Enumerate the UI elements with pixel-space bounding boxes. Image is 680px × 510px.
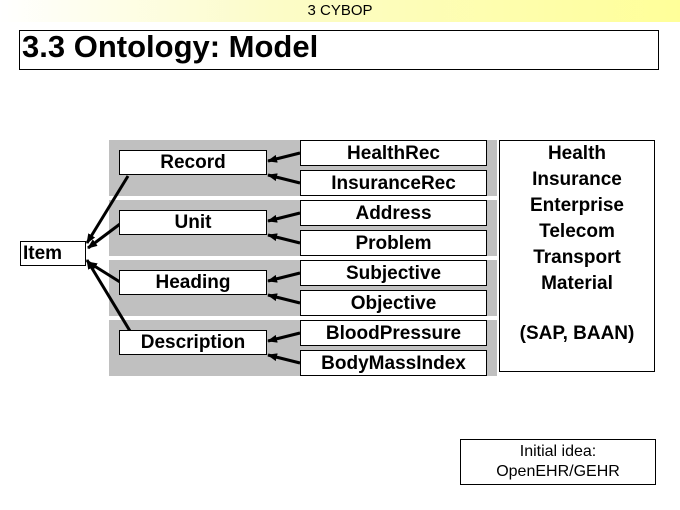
domains-note: (SAP, BAAN) <box>519 323 635 344</box>
domain-enterprise: Enterprise <box>530 195 624 216</box>
initial-idea-box: Initial idea: OpenEHR/GEHR <box>460 439 656 485</box>
arrow-bloodpressure-description <box>267 331 301 343</box>
healthrec-box: HealthRec <box>300 140 487 166</box>
slide-title: 3.3 Ontology: Model <box>22 29 319 64</box>
arrow-address-unit <box>267 211 301 223</box>
record-label: Record <box>160 152 226 173</box>
arrow-description-item <box>85 259 132 332</box>
arrow-unit-item <box>87 222 121 250</box>
arrow-problem-unit <box>267 233 301 245</box>
item-box: Item <box>20 241 86 266</box>
heading-label: Heading <box>155 272 231 293</box>
slide-title-box: 3.3 Ontology: Model <box>19 29 659 70</box>
problem-box: Problem <box>300 230 487 256</box>
subjective-box: Subjective <box>300 260 487 286</box>
insurancerec-label: InsuranceRec <box>331 172 456 194</box>
problem-label: Problem <box>355 232 432 254</box>
address-box: Address <box>300 200 487 226</box>
initial-idea-line1: Initial idea: <box>519 443 597 460</box>
objective-box: Objective <box>300 290 487 316</box>
bodymassindex-box: BodyMassIndex <box>300 350 487 376</box>
chapter-label: 3 CYBOP <box>307 2 373 19</box>
arrow-bodymassindex-description <box>267 353 301 365</box>
arrow-healthrec-record <box>267 151 301 163</box>
chapter-header-bar: 3 CYBOP <box>0 0 680 22</box>
item-label: Item <box>23 243 63 264</box>
unit-box: Unit <box>119 210 267 235</box>
heading-box: Heading <box>119 270 267 295</box>
arrow-record-item <box>85 175 130 244</box>
subjective-label: Subjective <box>345 262 442 284</box>
objective-label: Objective <box>350 292 437 314</box>
arrow-subjective-heading <box>267 271 301 283</box>
description-box: Description <box>119 330 267 355</box>
record-box: Record <box>119 150 267 175</box>
arrow-insurancerec-record <box>267 173 301 185</box>
domain-telecom: Telecom <box>539 221 615 242</box>
bodymassindex-label: BodyMassIndex <box>321 352 466 374</box>
insurancerec-box: InsuranceRec <box>300 170 487 196</box>
description-label: Description <box>140 332 246 353</box>
domain-health: Health <box>547 143 607 164</box>
domain-transport: Transport <box>533 247 621 268</box>
healthrec-label: HealthRec <box>347 142 440 164</box>
bloodpressure-box: BloodPressure <box>300 320 487 346</box>
domain-insurance: Insurance <box>532 169 622 190</box>
bloodpressure-label: BloodPressure <box>325 322 462 344</box>
address-label: Address <box>355 202 432 224</box>
initial-idea-line2: OpenEHR/GEHR <box>496 463 620 480</box>
unit-label: Unit <box>174 212 212 233</box>
domains-box: Health Insurance Enterprise Telecom Tran… <box>499 140 655 372</box>
arrow-objective-heading <box>267 293 301 305</box>
domain-material: Material <box>541 273 613 294</box>
